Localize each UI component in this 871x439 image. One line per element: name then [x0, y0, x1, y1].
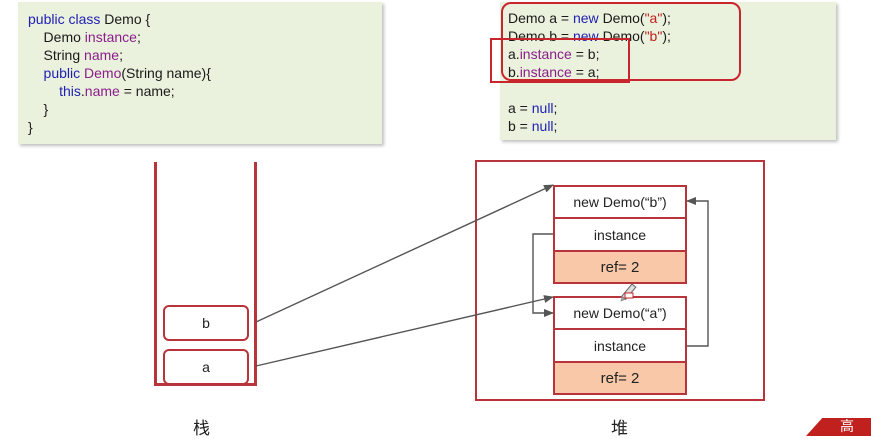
code-token: Demo: [28, 29, 85, 45]
code-token: instance: [84, 29, 137, 45]
stack-cell-b: b: [163, 305, 249, 341]
code-token: public class: [28, 11, 105, 27]
code-token: );: [662, 10, 671, 26]
code-token: Demo {: [104, 11, 151, 27]
code-token: = a;: [571, 64, 600, 80]
code-token: public: [28, 65, 85, 81]
class-code-line: this.name = name;: [28, 82, 175, 100]
arrow-b-instance-to-a: [532, 233, 554, 317]
code-token: = name;: [119, 83, 175, 99]
code-token: );: [662, 28, 671, 44]
class-code-box: public class Demo { Demo instance; Strin…: [18, 2, 382, 144]
usage-code-line: b = null;: [508, 117, 557, 135]
code-token: new: [572, 28, 603, 44]
heap-object-b-ref: ref= 2: [553, 250, 687, 284]
code-token: instance: [519, 64, 572, 80]
code-token: .: [80, 83, 85, 99]
usage-code-box: Demo a = new Demo("a"); Demo b = new Dem…: [500, 2, 836, 140]
code-token: this: [28, 83, 81, 99]
code-token: a =: [508, 100, 532, 116]
heap-object-a-header: new Demo(“a”): [553, 296, 687, 330]
code-token: }: [28, 101, 49, 117]
arrow-a-to-object-a: [255, 295, 554, 367]
code-token: ;: [553, 118, 558, 134]
code-token: "b": [644, 28, 663, 44]
code-token: name: [84, 47, 120, 63]
usage-code-line: Demo b = new Demo("b");: [508, 27, 671, 45]
code-token: b =: [508, 118, 532, 134]
code-token: ;: [553, 100, 558, 116]
code-token: instance: [519, 46, 572, 62]
code-token: (String name){: [121, 65, 211, 81]
corner-logo: [806, 418, 871, 436]
stack-caption: 栈: [193, 419, 210, 439]
code-token: null: [531, 100, 554, 116]
class-code-line: Demo instance;: [28, 28, 141, 46]
code-token: new: [572, 10, 603, 26]
heap-caption: 堆: [611, 419, 628, 439]
code-token: ;: [119, 47, 123, 63]
stack-right-wall: [254, 162, 257, 385]
code-token: Demo: [84, 65, 122, 81]
code-token: = b;: [571, 46, 600, 62]
class-code-line: }: [28, 100, 49, 118]
class-code-line: String name;: [28, 46, 123, 64]
corner-logo-text: 高: [840, 419, 854, 435]
code-token: null: [531, 118, 554, 134]
arrow-a-instance-to-b: [686, 197, 709, 347]
code-token: "a": [644, 10, 663, 26]
stack-cell-a: a: [163, 349, 249, 385]
stack-left-wall: [154, 162, 157, 385]
code-token: b.: [508, 64, 520, 80]
code-token: Demo(: [602, 10, 645, 26]
code-token: name: [84, 83, 120, 99]
code-token: a.: [508, 46, 520, 62]
code-token: Demo(: [602, 28, 645, 44]
highlight-new-objects: [501, 2, 741, 81]
code-token: Demo b =: [508, 28, 573, 44]
code-token: }: [28, 119, 33, 135]
heap-object-a-ref: ref= 2: [553, 361, 687, 395]
class-code-line: }: [28, 118, 33, 136]
usage-code-line: b.instance = a;: [508, 63, 599, 81]
class-code-line: public class Demo {: [28, 10, 150, 28]
highlight-instance-assign: [490, 38, 630, 83]
usage-code-line: Demo a = new Demo("a");: [508, 9, 671, 27]
heap-object-b-header: new Demo(“b”): [553, 185, 687, 219]
cursor-dot: [624, 292, 634, 299]
arrow-b-to-object-b: [255, 184, 554, 323]
code-token: ;: [136, 29, 141, 45]
class-code-line: public Demo(String name){: [28, 64, 211, 82]
code-token: String: [28, 47, 85, 63]
code-token: Demo a =: [508, 10, 573, 26]
usage-code-line: a = null;: [508, 99, 557, 117]
usage-code-line: a.instance = b;: [508, 45, 599, 63]
